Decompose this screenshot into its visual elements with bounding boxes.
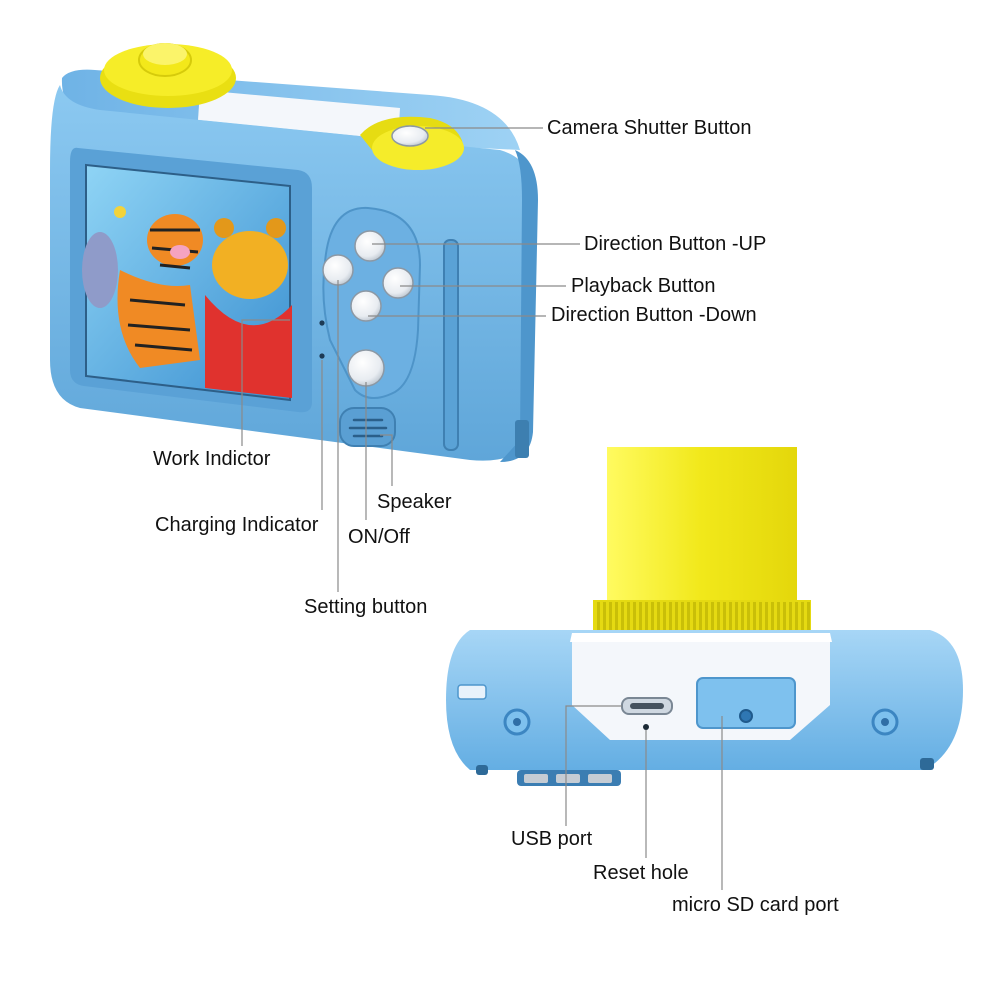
work-indicator-led (319, 320, 325, 326)
camera-bottom-view (446, 447, 963, 786)
label-work-indicator: Work Indictor (153, 448, 271, 470)
screen-cartoon-image (82, 206, 292, 398)
side-port (515, 420, 529, 458)
label-reset-hole: Reset hole (593, 862, 689, 884)
direction-down-button[interactable] (350, 290, 382, 322)
power-button[interactable] (347, 349, 385, 387)
label-speaker: Speaker (377, 491, 452, 513)
label-camera-shutter-button: Camera Shutter Button (547, 117, 752, 139)
sd-card-port (696, 677, 796, 729)
label-on-off: ON/Off (348, 526, 410, 548)
speaker-grille (339, 407, 396, 447)
label-direction-button-down: Direction Button -Down (551, 304, 757, 326)
camera-side-edge (500, 150, 538, 462)
leader-usb (565, 705, 622, 826)
label-playback-button: Playback Button (571, 275, 716, 297)
strap-slot (443, 239, 459, 451)
label-usb-port: USB port (511, 828, 593, 850)
shutter-button[interactable] (360, 116, 464, 170)
lens-barrel (607, 447, 797, 612)
camera-front-view (50, 43, 538, 462)
playback-button[interactable] (382, 267, 414, 299)
label-setting-button: Setting button (304, 596, 428, 618)
bottom-white-trim (570, 633, 832, 642)
leader-work (241, 319, 290, 446)
strap-hole (457, 684, 487, 700)
reset-hole (643, 724, 649, 730)
charging-indicator-led (319, 353, 325, 359)
label-micro-sd-card-port: micro SD card port (672, 894, 839, 916)
mode-dial[interactable] (100, 43, 236, 108)
leader-lines (241, 127, 723, 890)
label-charging-indicator: Charging Indicator (155, 514, 319, 536)
camera-top-strip (198, 90, 400, 140)
direction-up-button[interactable] (354, 230, 386, 262)
label-direction-button-up: Direction Button -UP (584, 233, 767, 255)
leader-speaker (380, 434, 393, 486)
lens-ring-ridges (597, 602, 810, 632)
